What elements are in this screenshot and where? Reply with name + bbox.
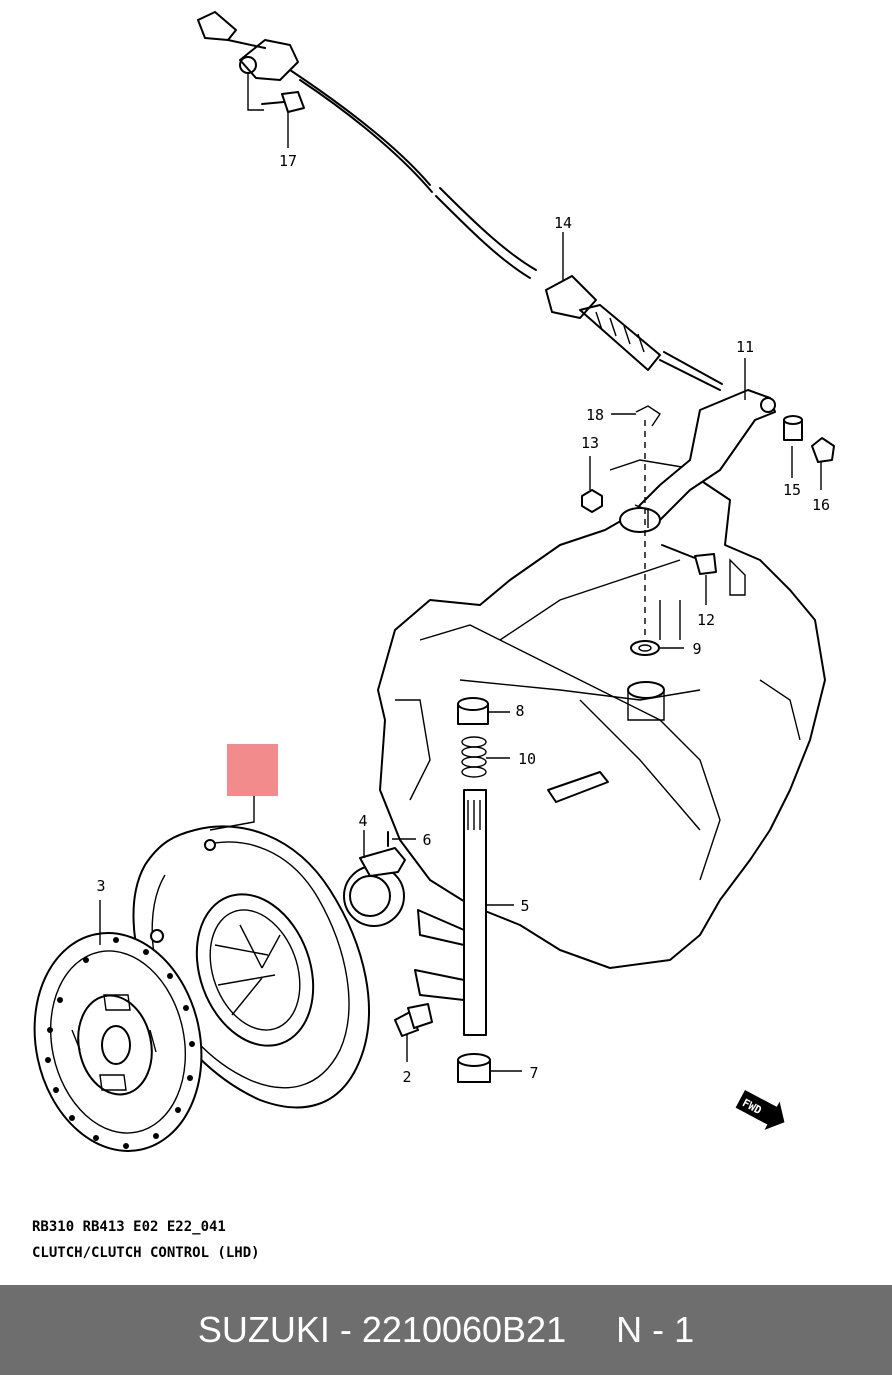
parts-diagram: 1 2 3 4 5 6 7 8 9 10 11 12 13 14 15 16 1… (33, 11, 835, 1152)
diagram-caption: RB310 RB413 E02 E22_041 CLUTCH/CLUTCH CO… (32, 1214, 260, 1266)
callout-10: 10 (518, 750, 536, 768)
clutch-cable (197, 11, 723, 391)
callout-14: 14 (554, 214, 572, 232)
bushing-7 (457, 1053, 491, 1083)
callout-1-highlight (227, 744, 278, 796)
spring-10 (461, 736, 487, 778)
release-lever (619, 389, 776, 533)
callout-16: 16 (812, 496, 830, 514)
caption-title: CLUTCH/CLUTCH CONTROL (LHD) (32, 1245, 260, 1261)
fwd-arrow-icon: FWD (735, 1090, 785, 1130)
callout-15: 15 (783, 481, 801, 499)
callout-11: 11 (736, 338, 754, 356)
part-number-banner: SUZUKI - 2210060B21 N - 1 (0, 1285, 892, 1375)
callout-2: 2 (402, 1068, 411, 1086)
callout-9: 9 (692, 640, 701, 658)
bolt-2 (394, 1003, 433, 1037)
bushing-8 (457, 697, 489, 725)
callout-labels: 1 2 3 4 5 6 7 8 9 10 11 12 13 14 15 16 1… (96, 152, 830, 1086)
transmission-housing (377, 459, 826, 969)
callout-17: 17 (279, 152, 297, 170)
callout-5: 5 (520, 897, 529, 915)
nut-16 (811, 437, 835, 463)
release-bearing-4 (343, 847, 406, 927)
callout-18: 18 (586, 406, 604, 424)
callout-7: 7 (529, 1064, 538, 1082)
callout-8: 8 (515, 702, 524, 720)
callout-12: 12 (697, 611, 715, 629)
washer-9 (630, 640, 660, 656)
callout-3: 3 (96, 877, 105, 895)
release-shaft (414, 789, 487, 1036)
clutch-disc (33, 932, 203, 1152)
clip-18 (635, 405, 661, 427)
nut-13 (581, 489, 603, 513)
part-number-text: SUZUKI - 2210060B21 N - 1 (197, 1309, 695, 1350)
bushing-15 (783, 415, 803, 441)
leader-lines (99, 72, 822, 1072)
caption-codes: RB310 RB413 E02 E22_041 (32, 1219, 226, 1235)
bolt-12 (661, 544, 717, 575)
callout-6: 6 (422, 831, 431, 849)
callout-13: 13 (581, 434, 599, 452)
callout-4: 4 (358, 812, 367, 830)
bolt-17 (261, 91, 305, 113)
